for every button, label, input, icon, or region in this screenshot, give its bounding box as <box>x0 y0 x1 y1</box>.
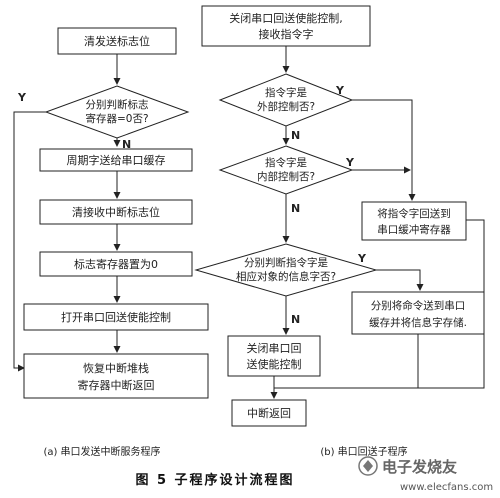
label-b-yes1: Y <box>335 84 345 97</box>
decision-external-control <box>218 73 354 127</box>
box-restore-stack-line2: 寄存器中断返回 <box>78 378 155 392</box>
label-b-no3: N <box>291 313 300 326</box>
box-interrupt-return <box>231 399 307 427</box>
edge-a-yes <box>13 111 46 372</box>
figure-title: 图 5 子程序设计流程图 <box>135 472 294 488</box>
decision-flag-register <box>44 85 190 139</box>
box-interrupt-return-text: 中断返回 <box>247 406 291 420</box>
decision-internal-control <box>218 145 354 195</box>
box-store-info-line2: 缓存并将信息字存储. <box>369 316 467 329</box>
box-store-info-line1: 分别将命令送到串口 <box>371 299 466 312</box>
watermark-url: www.elecfans.com <box>400 482 493 493</box>
label-b-no2: N <box>291 202 300 215</box>
decision-internal-line2: 内部控制否? <box>257 170 315 183</box>
edge-b-yes3 <box>376 269 424 291</box>
label-b-yes3: Y <box>357 252 367 265</box>
box-close-rx-enable-line2: 接收指令字 <box>259 27 314 41</box>
decision-flag-register-line1: 分别判断标志 <box>86 98 149 111</box>
watermark-logo-mark <box>363 460 373 472</box>
box-close-tx-enable-line2: 送使能控制 <box>247 357 302 371</box>
box-clear-rx-flag <box>39 199 193 225</box>
box-close-rx-enable-line1: 关闭串口回送使能控制, <box>229 11 343 25</box>
flowchart-b: 关闭串口回送使能控制, 接收指令字 指令字是 外部控制否? Y N 指令字是 内… <box>194 5 485 458</box>
label-a-no: N <box>122 138 131 151</box>
box-restore-stack <box>23 353 209 399</box>
box-send-cmd-buffer <box>361 201 467 241</box>
decision-flag-register-line2: 寄存器=0否? <box>85 112 148 125</box>
decision-info-word-line2: 相应对象的信息字否? <box>236 270 336 283</box>
box-set-flag-register-text: 标志寄存器置为0 <box>74 257 158 271</box>
decision-info-word <box>194 243 378 297</box>
watermark: 电子发烧友 www.elecfans.com <box>358 456 493 493</box>
box-set-flag-register <box>39 251 193 277</box>
watermark-logo-icon <box>358 456 378 476</box>
box-close-rx-enable <box>201 5 371 47</box>
label-b-yes2: Y <box>345 156 355 169</box>
box-send-cmd-buffer-line1: 将指令字回送到 <box>377 207 451 220</box>
decision-internal-line1: 指令字是 <box>265 156 307 169</box>
box-period-to-buffer <box>39 148 193 172</box>
edge-b-yes1 <box>352 99 416 201</box>
box-clear-send-flag-text: 清发送标志位 <box>84 34 150 48</box>
decision-external-line1: 指令字是 <box>265 86 307 99</box>
decision-external-line2: 外部控制否? <box>257 100 315 113</box>
label-a-yes: Y <box>17 91 27 104</box>
caption-a: (a) 串口发送中断服务程序 <box>43 445 160 458</box>
box-send-cmd-buffer-line2: 串口缓冲寄存器 <box>377 223 451 236</box>
box-open-tx-enable <box>23 303 209 331</box>
box-clear-rx-flag-text: 清接收中断标志位 <box>72 205 160 219</box>
box-clear-send-flag <box>57 27 177 55</box>
box-period-to-buffer-text: 周期字送给串口缓存 <box>67 153 166 167</box>
watermark-brand: 电子发烧友 <box>382 458 457 476</box>
decision-info-word-line1: 分别判断指令字是 <box>244 256 328 269</box>
box-open-tx-enable-text: 打开串口回送使能控制 <box>61 310 171 324</box>
box-close-tx-enable-line1: 关闭串口回 <box>247 341 302 355</box>
flowchart-a: 清发送标志位 分别判断标志 寄存器=0否? Y N 周期字送给串口缓存 清接收中… <box>13 27 209 458</box>
box-store-info <box>351 291 485 335</box>
label-b-no1: N <box>291 129 300 142</box>
caption-b: (b) 串口回送子程序 <box>320 445 407 458</box>
box-restore-stack-line1: 恢复中断堆栈 <box>83 361 149 375</box>
